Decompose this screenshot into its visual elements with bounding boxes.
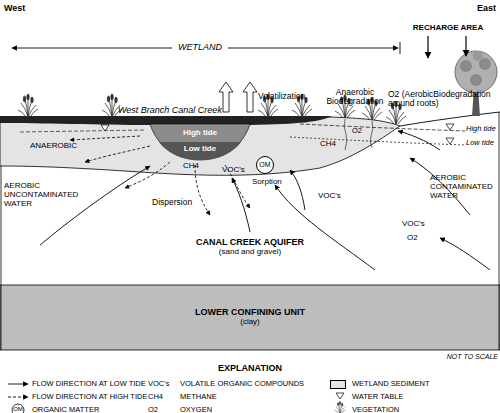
creek-name: West Branch Canal Creek bbox=[118, 106, 258, 116]
legend-entry: METHANE bbox=[180, 393, 217, 401]
water-table-high bbox=[300, 124, 465, 131]
creek-water-high bbox=[0, 116, 332, 125]
process-label: Anaerobic Biodegradation bbox=[322, 88, 388, 107]
legend-entry: FLOW DIRECTION AT LOW TIDE bbox=[32, 380, 146, 388]
water-table-symbols bbox=[101, 124, 454, 144]
extent-tick bbox=[400, 42, 401, 54]
legend-entry: FLOW DIRECTION AT HIGH TIDE bbox=[32, 393, 147, 401]
process-label: Sorption bbox=[252, 178, 292, 187]
process-label: O2 (AerobicBiodegradation around roots) bbox=[388, 90, 498, 109]
tide-label: High tide bbox=[466, 125, 500, 133]
legend-entry: WETLAND SEDIMENT bbox=[352, 380, 430, 388]
chemical-label: VOC's bbox=[222, 166, 252, 175]
tide-label: Low tide bbox=[466, 139, 500, 147]
condition-label: ANAEROBIC bbox=[30, 142, 90, 151]
creek-channel bbox=[150, 124, 250, 160]
section-frame bbox=[1, 112, 499, 350]
node-body: (clay) bbox=[240, 318, 260, 327]
legend-entry: VOLATILE ORGANIC COMPOUNDS bbox=[180, 380, 304, 388]
scale-note: NOT TO SCALE bbox=[400, 353, 498, 361]
chemical-label: VOC's bbox=[318, 192, 348, 201]
wetland-sediment bbox=[0, 117, 400, 175]
node-heading: OM bbox=[259, 161, 270, 169]
legend-swatch bbox=[330, 380, 346, 389]
legend-symbol: VOC's bbox=[148, 380, 178, 388]
node-heading: LOWER CONFINING UNIT bbox=[195, 308, 305, 318]
zone-label: WETLAND bbox=[172, 43, 228, 53]
node-heading: Low tide bbox=[184, 145, 216, 154]
roots bbox=[344, 119, 373, 150]
water-table-low bbox=[290, 137, 465, 145]
legend-entry: OXYGEN bbox=[180, 406, 212, 413]
chemical-label: O2 bbox=[407, 234, 423, 243]
water-table-left bbox=[20, 130, 145, 132]
recharge-arrows bbox=[428, 36, 466, 58]
legend-symbol: OM bbox=[11, 406, 25, 413]
low-tide-flow-arrows bbox=[40, 131, 490, 270]
process-label: Volatilization bbox=[258, 92, 318, 101]
high-tide-band: High tide bbox=[165, 127, 235, 141]
legend-text: FLOW DIRECTION AT LOW TIDE bbox=[32, 379, 146, 388]
legend-entry: WATER TABLE bbox=[352, 393, 403, 401]
legend-entry: VEGETATION bbox=[352, 406, 399, 413]
legend-text: OXYGEN bbox=[180, 405, 212, 413]
confining-unit-band bbox=[0, 285, 500, 350]
legend-entry: ORGANIC MATTER bbox=[32, 406, 99, 413]
legend-text: VOLATILE ORGANIC COMPOUNDS bbox=[180, 379, 304, 388]
chemical-label: CH4 bbox=[320, 140, 342, 149]
chemical-label: VOC's bbox=[402, 220, 432, 229]
tree bbox=[455, 51, 497, 116]
legend-title: EXPLANATION bbox=[190, 364, 310, 374]
low-tide-band: Low tide bbox=[168, 143, 232, 156]
legend-text: WATER TABLE bbox=[352, 392, 403, 401]
node-body: (sand and gravel) bbox=[219, 248, 281, 257]
volatilization-arrows bbox=[219, 82, 257, 112]
condition-label: AEROBIC CONTAMINATED WATER bbox=[430, 174, 498, 200]
process-label: Dispersion bbox=[152, 198, 202, 207]
compass-label: West bbox=[4, 4, 44, 14]
legend-samples bbox=[8, 384, 346, 413]
chemical-label: CH4 bbox=[183, 162, 205, 171]
legend-symbol: O2 bbox=[148, 406, 178, 413]
legend-text: WETLAND SEDIMENT bbox=[352, 379, 430, 388]
compass-label: East bbox=[462, 4, 496, 14]
node-heading: CANAL CREEK AQUIFER bbox=[196, 238, 304, 248]
aquifer-band: CANAL CREEK AQUIFER(sand and gravel) bbox=[0, 172, 500, 285]
legend-text: VEGETATION bbox=[352, 405, 399, 413]
chemical-label: O2 bbox=[352, 127, 368, 135]
high-tide-flow-arrows bbox=[70, 136, 250, 215]
legend-symbol: CH4 bbox=[148, 393, 178, 401]
legend-text: ORGANIC MATTER bbox=[32, 405, 99, 413]
condition-label: AEROBIC UNCONTAMINATED WATER bbox=[4, 182, 82, 208]
zone-label: RECHARGE AREA bbox=[398, 24, 498, 33]
confining-unit-band: LOWER CONFINING UNIT(clay) bbox=[0, 285, 500, 350]
node-heading: High tide bbox=[183, 129, 217, 138]
legend-text: FLOW DIRECTION AT HIGH TIDE bbox=[32, 392, 147, 401]
legend-text: METHANE bbox=[180, 392, 217, 401]
organic-matter-circle: OM bbox=[256, 156, 274, 174]
creek-low-water bbox=[159, 142, 241, 160]
